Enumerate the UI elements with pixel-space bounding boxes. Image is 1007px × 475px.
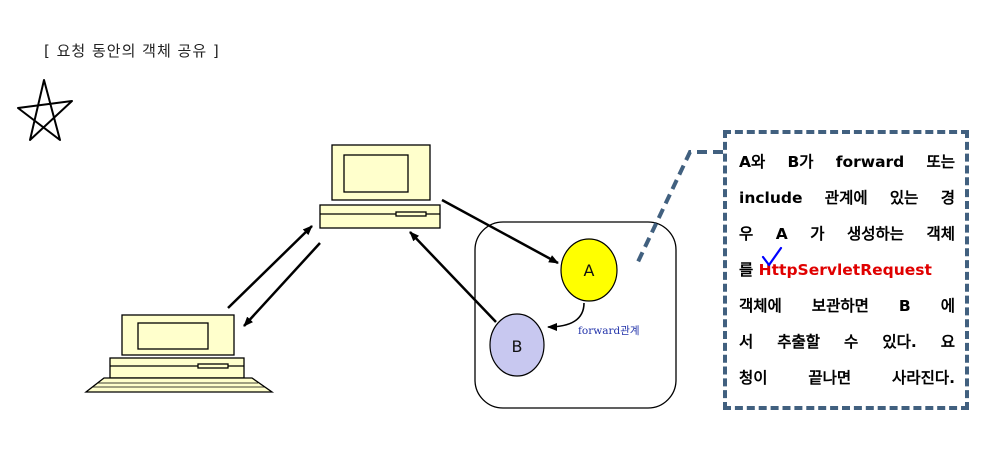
explanation-callout: A와 B가 forward 또는 include 관계에 있는 경 우 A 가 … [723,130,969,410]
callout-line-4-prefix: 를 [739,261,759,279]
callout-line-4: 를 HttpServletRequest [739,246,955,288]
response-arrow [243,242,321,327]
star-icon [17,79,73,141]
callout-line-3: 우 A 가 생성하는 객체 [739,225,955,243]
node-b [489,313,545,377]
node-a [560,238,618,302]
callout-line-6: 서 추출할 수 있다. 요 [739,333,955,351]
callout-connector [634,150,723,267]
callout-line-2: include 관계에 있는 경 [739,189,955,207]
server-computer-icon [319,144,441,229]
server-to-a-arrow [441,198,559,265]
forward-label: forward관계 [578,325,640,337]
b-to-server-arrow [409,231,497,323]
forward-arrow [547,302,585,331]
callout-line-1: A와 B가 forward 또는 [739,153,955,171]
node-a-label: A [584,261,595,280]
checkmark-icon [761,246,783,267]
diagram-title: [ 요청 동안의 객체 공유 ] [44,42,220,60]
node-b-label: B [512,337,523,356]
highlight-httpservletrequest: HttpServletRequest [758,261,932,279]
client-computer-icon [84,314,275,393]
callout-line-7: 청이 끝나면 사라진다. [739,369,955,387]
request-arrow [227,225,313,309]
callout-line-5: 객체에 보관하면 B 에 [739,297,955,315]
